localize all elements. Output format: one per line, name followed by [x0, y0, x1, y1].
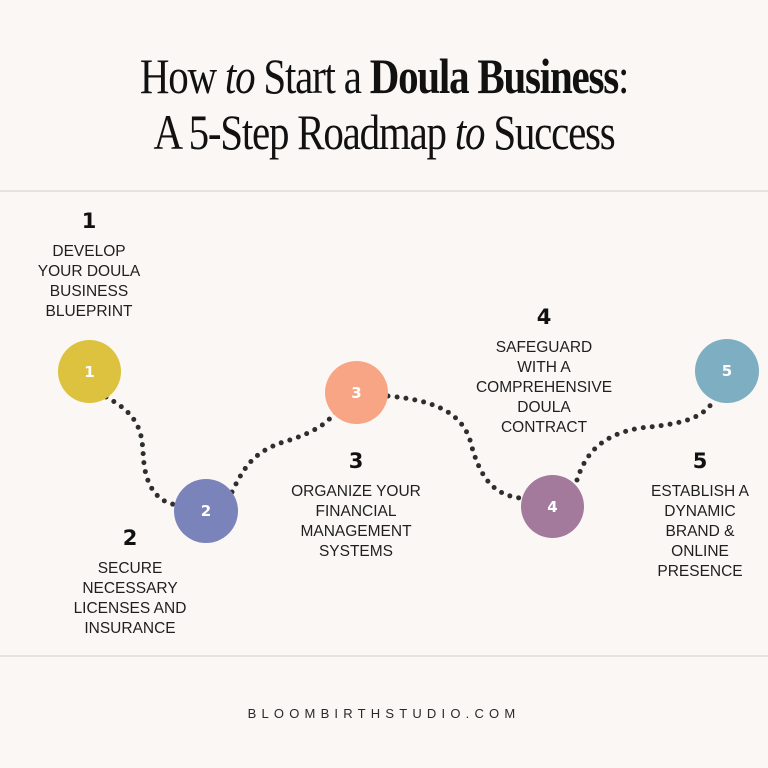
title-bold-text: Doula Business [369, 48, 619, 104]
title-italic-text: to [454, 104, 486, 160]
step-5-number: 5 [692, 449, 708, 473]
step-3-circle-label: 3 [351, 383, 362, 402]
title-line-2: A 5-Step Roadmap to Success [69, 104, 699, 160]
step-4-circle-label: 4 [547, 497, 558, 516]
title-text: A 5-Step Roadmap [153, 104, 455, 160]
title-italic-text: to [224, 48, 256, 104]
step-2-circle: 2 [174, 479, 238, 543]
step-4-circle: 4 [521, 475, 584, 538]
step-4-number: 4 [536, 305, 552, 329]
step-5-text: 5 ESTABLISH A DYNAMIC BRAND & ONLINE PRE… [615, 448, 768, 582]
step-1-number: 1 [81, 209, 97, 233]
step-1-circle-label: 1 [84, 362, 95, 381]
title-text: : [617, 48, 629, 104]
step-4-text: 4 SAFEGUARD WITH A COMPREHENSIVE DOULA C… [459, 304, 629, 438]
step-1-circle: 1 [58, 340, 121, 403]
step-5-description: ESTABLISH A DYNAMIC BRAND & ONLINE PRESE… [651, 483, 749, 580]
step-3-text: 3 ORGANIZE YOUR FINANCIAL MANAGEMENT SYS… [271, 448, 441, 562]
step-3-description: ORGANIZE YOUR FINANCIAL MANAGEMENT SYSTE… [291, 483, 421, 560]
step-5-circle: 5 [695, 339, 759, 403]
step-2-circle-label: 2 [200, 502, 212, 520]
step-3-number: 3 [348, 449, 364, 473]
step-2-number: 2 [122, 526, 138, 550]
title-text: Success [484, 104, 615, 160]
title-text: How [139, 48, 225, 104]
website-url: BLOOMBIRTHSTUDIO.COM [247, 706, 521, 721]
step-2-description: SECURE NECESSARY LICENSES AND INSURANCE [73, 560, 187, 637]
step-2-text: 2 SECURE NECESSARY LICENSES AND INSURANC… [45, 525, 215, 639]
title-line-1: How to Start a Doula Business: [69, 48, 699, 104]
step-3-circle: 3 [325, 361, 388, 424]
step-5-circle-label: 5 [721, 362, 733, 380]
bottom-divider [0, 655, 768, 657]
title-text: Start a [254, 48, 370, 104]
step-1-text: 1 DEVELOP YOUR DOULA BUSINESS BLUEPRINT [4, 208, 174, 322]
step-1-description: DEVELOP YOUR DOULA BUSINESS BLUEPRINT [37, 243, 141, 320]
page-title: How to Start a Doula Business: A 5-Step … [69, 48, 699, 160]
top-divider [0, 190, 768, 192]
step-4-description: SAFEGUARD WITH A COMPREHENSIVE DOULA CON… [475, 339, 613, 436]
